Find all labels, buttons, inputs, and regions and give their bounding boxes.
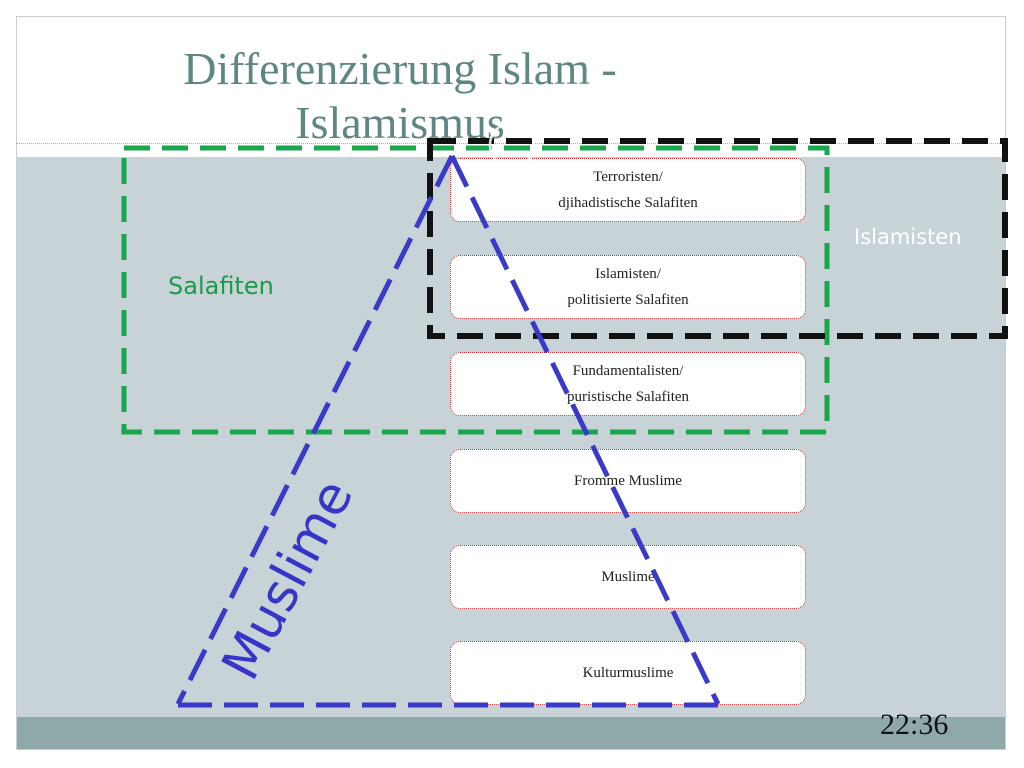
category-box-line: Muslime — [601, 569, 655, 585]
category-box-line: djihadistische Salafiten — [558, 195, 698, 211]
category-box-muslime: Muslime — [450, 545, 806, 609]
islamisten-label: Islamisten — [854, 225, 962, 249]
footer-bar — [17, 717, 1005, 749]
islamisten-group-outline — [427, 138, 1008, 339]
category-box-fromme-muslime: Fromme Muslime — [450, 449, 806, 513]
slide-time: 22:36 — [880, 708, 949, 741]
slide-title-line1: Differenzierung Islam - — [183, 43, 617, 94]
category-box-fundamentalisten: Fundamentalisten/ puristische Salafiten — [450, 352, 806, 416]
category-box-terroristen: Terroristen/ djihadistische Salafiten — [450, 158, 806, 222]
decorative-circle — [488, 121, 536, 169]
category-box-line: Fromme Muslime — [574, 473, 682, 489]
category-box-line: Kulturmuslime — [582, 665, 674, 681]
category-box-kulturmuslime: Kulturmuslime — [450, 641, 806, 705]
category-box-line: puristische Salafiten — [566, 389, 690, 405]
category-box-line: Fundamentalisten/ — [572, 363, 684, 379]
salafiten-group-outline — [121, 145, 830, 435]
muslime-triangle-right-edge — [449, 154, 721, 706]
content-area — [17, 157, 1005, 717]
category-box-line: politisierte Salafiten — [567, 292, 689, 308]
muslime-triangle-left-edge — [175, 154, 455, 706]
category-box-line: Terroristen/ — [593, 169, 663, 185]
category-box-line: Islamisten/ — [595, 266, 661, 282]
salafiten-label: Salafiten — [168, 272, 274, 300]
category-box-islamisten: Islamisten/ politisierte Salafiten — [450, 255, 806, 319]
